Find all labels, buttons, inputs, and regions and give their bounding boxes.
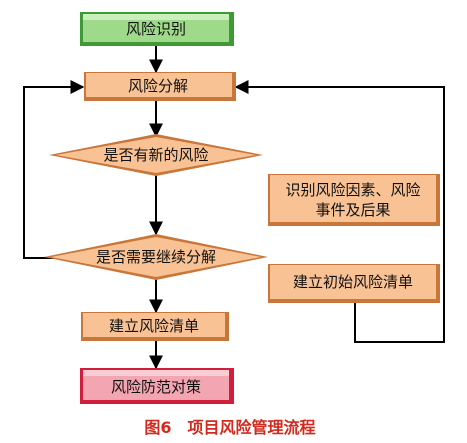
node-label: 风险防范对策 — [111, 378, 201, 396]
node-risk-identification: 风险识别 — [80, 12, 234, 46]
node-build-initial-list: 建立初始风险清单 — [268, 264, 440, 303]
node-label: 风险分解 — [128, 77, 188, 95]
node-build-risk-list: 建立风险清单 — [81, 312, 229, 341]
decision-continue-decompose: 是否需要继续分解 — [44, 234, 268, 280]
node-risk-decomposition: 风险分解 — [84, 72, 236, 101]
node-label-line1: 识别风险因素、风险 — [285, 181, 420, 199]
loop-back-to-decompose — [23, 80, 85, 259]
node-risk-countermeasures: 风险防范对策 — [80, 368, 234, 404]
figure-caption: 图6 项目风险管理流程 — [144, 418, 315, 437]
decision-new-risk: 是否有新的风险 — [49, 134, 263, 176]
right-loop-to-decompose — [234, 80, 445, 343]
decision-label: 是否有新的风险 — [103, 146, 208, 164]
node-label-line2: 事件及后果 — [315, 201, 390, 219]
decision-label: 是否需要继续分解 — [96, 248, 216, 266]
node-label: 建立风险清单 — [109, 317, 199, 335]
connectors — [23, 46, 445, 370]
node-label: 建立初始风险清单 — [293, 273, 413, 291]
node-label: 风险识别 — [126, 20, 186, 38]
node-identify-factors: 识别风险因素、风险 事件及后果 — [268, 174, 440, 226]
